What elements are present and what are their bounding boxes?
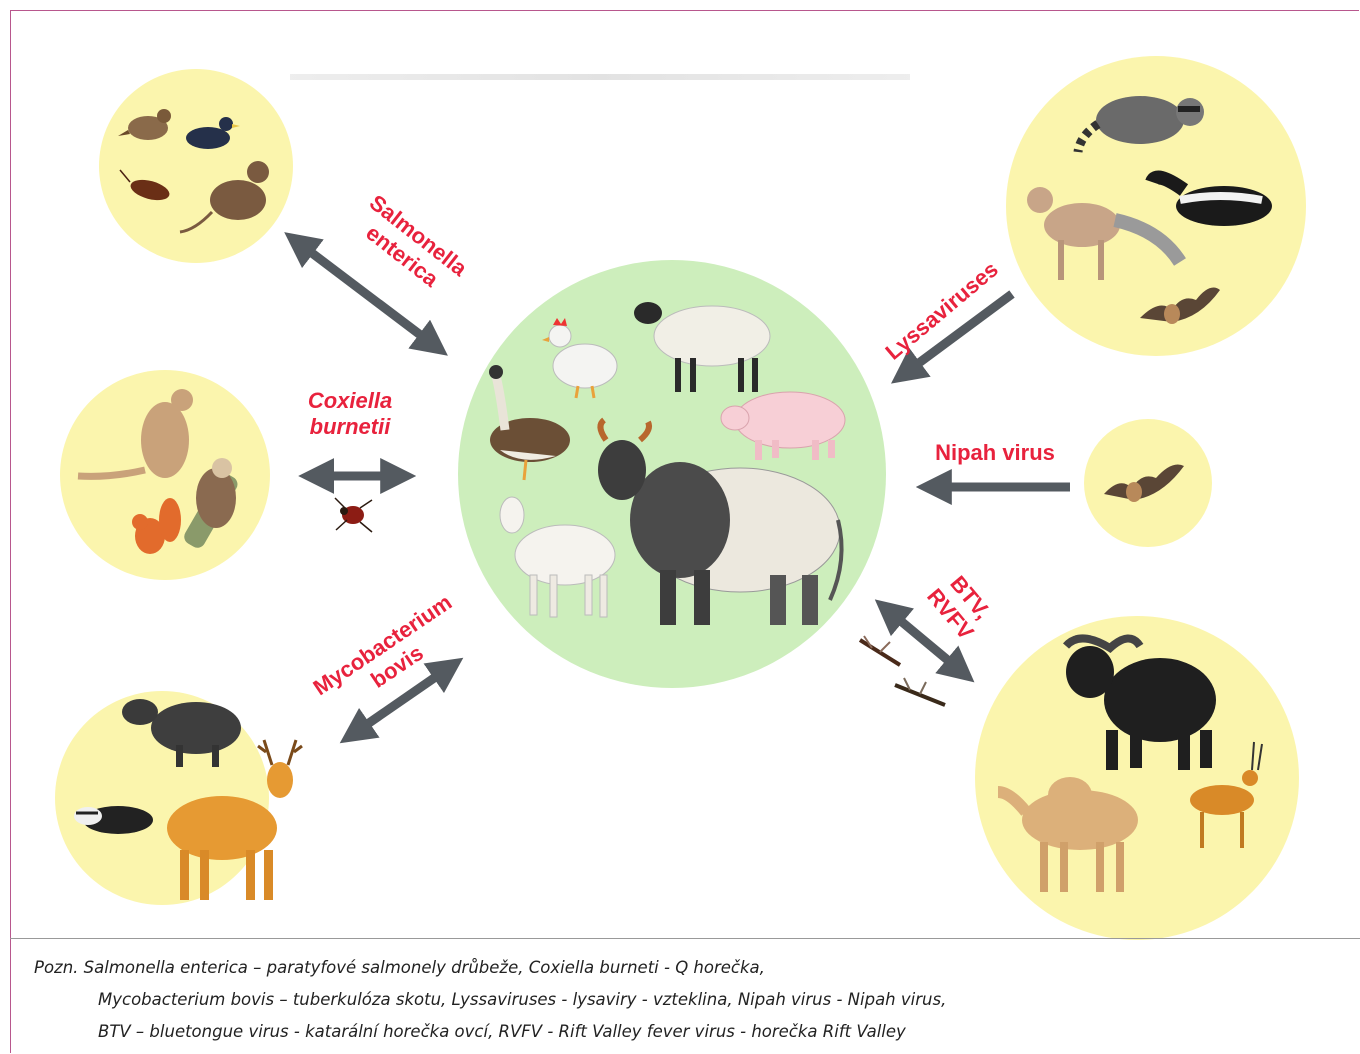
label-coxiella-burnetii: Coxiella burnetii <box>290 388 410 440</box>
label-nipah-virus: Nipah virus <box>920 440 1070 466</box>
one-health-diagram <box>0 0 1360 940</box>
caption-separator <box>10 938 1360 939</box>
note-line-3: BTV – bluetongue virus - katarální horeč… <box>98 1022 906 1041</box>
mosquito-icon <box>860 636 900 665</box>
midge-icon <box>895 678 945 705</box>
tick-icon <box>335 498 372 532</box>
note-line-1: Pozn. Salmonella enterica – paratyfové s… <box>34 958 765 977</box>
note-line-2: Mycobacterium bovis – tuberkulóza skotu,… <box>98 990 946 1009</box>
